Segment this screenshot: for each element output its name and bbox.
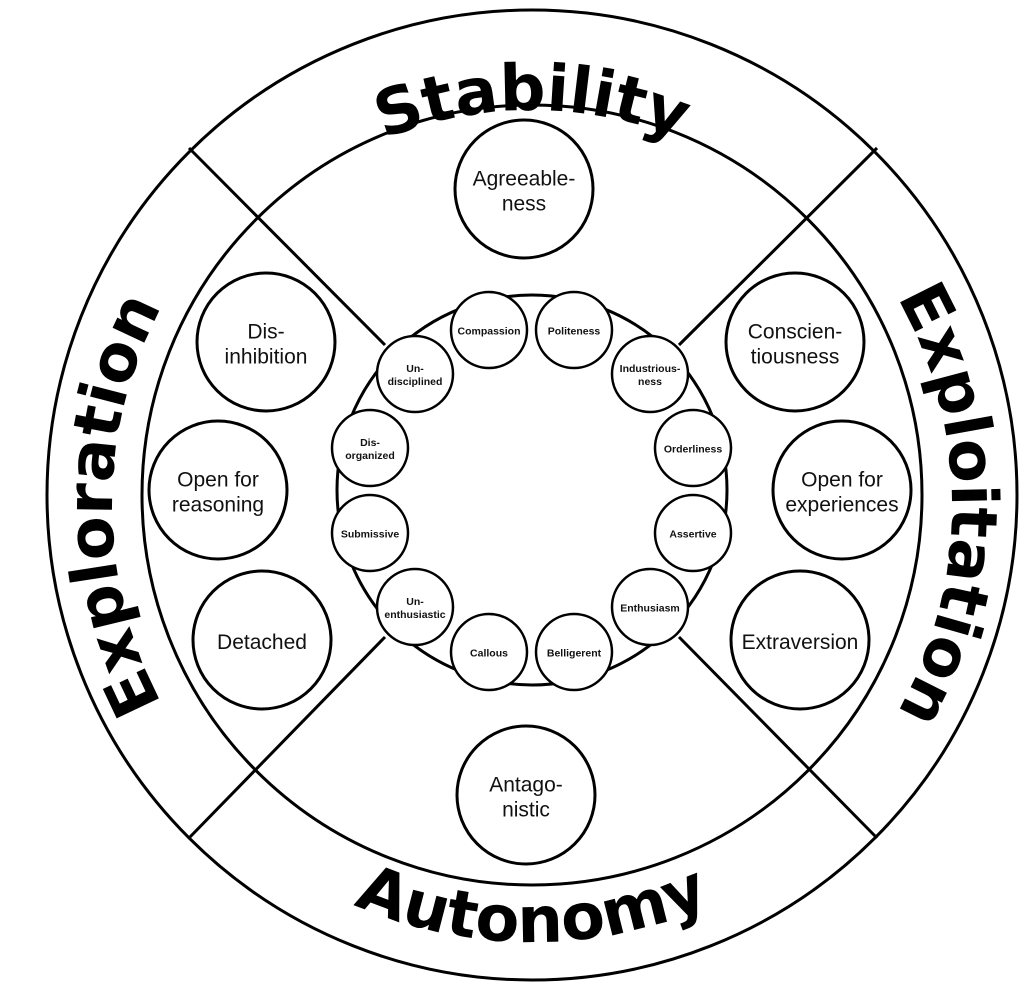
trait-label: Open for <box>801 468 883 491</box>
trait-label: Agreeable- <box>473 167 576 190</box>
facet-circle <box>449 290 529 370</box>
divider-bottom-left <box>187 635 387 840</box>
trait-circle <box>729 569 871 711</box>
trait-circle <box>191 569 333 711</box>
trait-label: Open for <box>177 468 259 491</box>
facet-circle <box>330 408 410 488</box>
facet-callous: Callous <box>449 612 529 692</box>
facet-label: Un- <box>406 596 424 608</box>
trait-label: ness <box>502 192 546 215</box>
trait-circle <box>147 419 289 561</box>
facet-compassion: Compassion <box>449 290 529 370</box>
trait-label: nistic <box>502 798 550 821</box>
center-ring <box>335 293 729 687</box>
facet-circle <box>610 567 690 647</box>
facet-submissive: Submissive <box>330 493 410 573</box>
label-autonomy: Autonomy <box>348 851 717 959</box>
facet-circle <box>534 612 614 692</box>
trait-label: tiousness <box>751 345 840 368</box>
facet-label: Compassion <box>457 326 520 338</box>
facet-label: Politeness <box>548 326 601 338</box>
facet-assertive: Assertive <box>653 493 733 573</box>
trait-disinhibition: Dis-inhibition <box>195 271 337 413</box>
facet-label: Assertive <box>669 529 716 541</box>
facet-circle <box>375 567 455 647</box>
facet-label: disciplined <box>388 376 443 388</box>
trait-conscientiousness: Conscien-tiousness <box>724 271 866 413</box>
divider-top-right <box>677 146 879 347</box>
facet-belligerent: Belligerent <box>534 612 614 692</box>
facet-circle <box>534 290 614 370</box>
trait-circle <box>771 419 913 561</box>
trait-circle <box>195 271 337 413</box>
facet-industriousness: Industrious-ness <box>610 334 690 414</box>
facet-label: Dis- <box>360 437 380 449</box>
trait-label: Extraversion <box>742 631 859 654</box>
facet-label: organized <box>345 450 395 462</box>
facet-circle <box>653 493 733 573</box>
facet-disorganized: Dis-organized <box>330 408 410 488</box>
trait-extraversion: Extraversion <box>729 569 871 711</box>
trait-label: Detached <box>217 631 307 654</box>
facet-nodes: Compassion PolitenessIndustrious-nessOrde… <box>330 290 733 692</box>
trait-label: reasoning <box>172 493 264 516</box>
facet-label: Un- <box>406 363 424 375</box>
trait-circle <box>455 724 597 866</box>
facet-circle <box>653 408 733 488</box>
inner-ring <box>140 103 924 887</box>
facet-label: Industrious- <box>620 363 681 375</box>
divider-bottom-right <box>677 635 879 840</box>
outer-ring <box>45 8 1019 982</box>
facet-label: ness <box>638 376 662 388</box>
facet-label: Callous <box>470 648 508 660</box>
trait-detached: Detached <box>191 569 333 711</box>
facet-label: enthusiastic <box>384 609 445 621</box>
trait-label: inhibition <box>225 345 308 368</box>
facet-label: Submissive <box>341 529 400 541</box>
facet-enthusiasm: Enthusiasm <box>610 567 690 647</box>
trait-antagonistic: Antago-nistic <box>455 724 597 866</box>
trait-circle <box>453 118 595 260</box>
facet-label: Belligerent <box>547 648 602 660</box>
facet-circle <box>330 493 410 573</box>
facet-unenthusiastic: Un-enthusiastic <box>375 567 455 647</box>
trait-circle <box>724 271 866 413</box>
facet-circle <box>375 334 455 414</box>
divider-top-left <box>187 146 387 347</box>
trait-label: Dis- <box>247 320 284 343</box>
facet-label: Enthusiasm <box>620 603 680 615</box>
trait-label: Antago- <box>489 773 563 796</box>
facet-undisciplined: Un-disciplined <box>375 334 455 414</box>
facet-politeness: Politeness <box>534 290 614 370</box>
facet-circle <box>610 334 690 414</box>
trait-label: experiences <box>785 493 898 516</box>
facet-orderliness: Orderliness <box>653 408 733 488</box>
facet-label: Orderliness <box>664 444 723 456</box>
facet-circle <box>449 612 529 692</box>
trait-agreeableness: Agreeable-ness <box>453 118 595 260</box>
trait-label: Conscien- <box>748 320 843 343</box>
